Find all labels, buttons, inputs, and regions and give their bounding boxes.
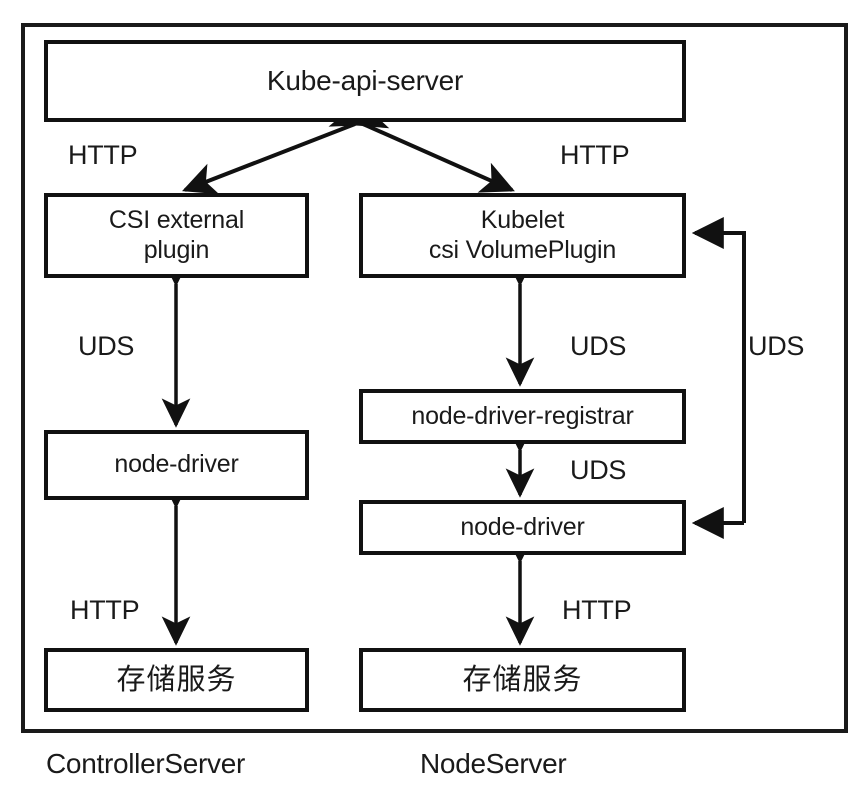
- node-csi-external-plugin[interactable]: CSI external plugin: [44, 193, 309, 278]
- node-csi-external-plugin-label: CSI external plugin: [108, 206, 245, 264]
- node-node-driver-node[interactable]: node-driver: [359, 500, 686, 555]
- node-kubelet-csi-volumeplugin[interactable]: Kubelet csi VolumePlugin: [359, 193, 686, 278]
- edge-label-http-top-left: HTTP: [68, 140, 138, 170]
- edge-label-uds-right-upper: UDS: [570, 331, 627, 361]
- node-node-driver-controller-label: node-driver: [114, 450, 239, 479]
- edge-label-uds-right-lower: UDS: [570, 455, 627, 485]
- edge-label-http-top-right: HTTP: [560, 140, 630, 170]
- node-node-driver-controller[interactable]: node-driver: [44, 430, 309, 500]
- edge-label-uds-far-right: UDS: [748, 331, 805, 361]
- node-node-driver-node-label: node-driver: [460, 512, 585, 541]
- node-kube-api-server[interactable]: Kube-api-server: [44, 40, 686, 122]
- edge-label-http-bottom-left: HTTP: [70, 595, 140, 625]
- node-kubelet-csi-volumeplugin-label: Kubelet csi VolumePlugin: [428, 206, 617, 264]
- node-node-driver-registrar-label: node-driver-registrar: [411, 401, 634, 430]
- node-storage-service-node-label: 存储服务: [462, 663, 583, 696]
- edge-label-uds-left: UDS: [78, 331, 135, 361]
- node-storage-service-controller-label: 存储服务: [116, 663, 237, 696]
- diagram-container-frame: [21, 23, 848, 733]
- node-storage-service-node[interactable]: 存储服务: [359, 648, 686, 712]
- node-node-driver-registrar[interactable]: node-driver-registrar: [359, 389, 686, 444]
- edge-label-http-bottom-right: HTTP: [562, 595, 632, 625]
- caption-node-server: NodeServer: [420, 748, 567, 779]
- caption-controller-server: ControllerServer: [46, 748, 246, 779]
- node-storage-service-controller[interactable]: 存储服务: [44, 648, 309, 712]
- node-kube-api-server-label: Kube-api-server: [266, 65, 464, 97]
